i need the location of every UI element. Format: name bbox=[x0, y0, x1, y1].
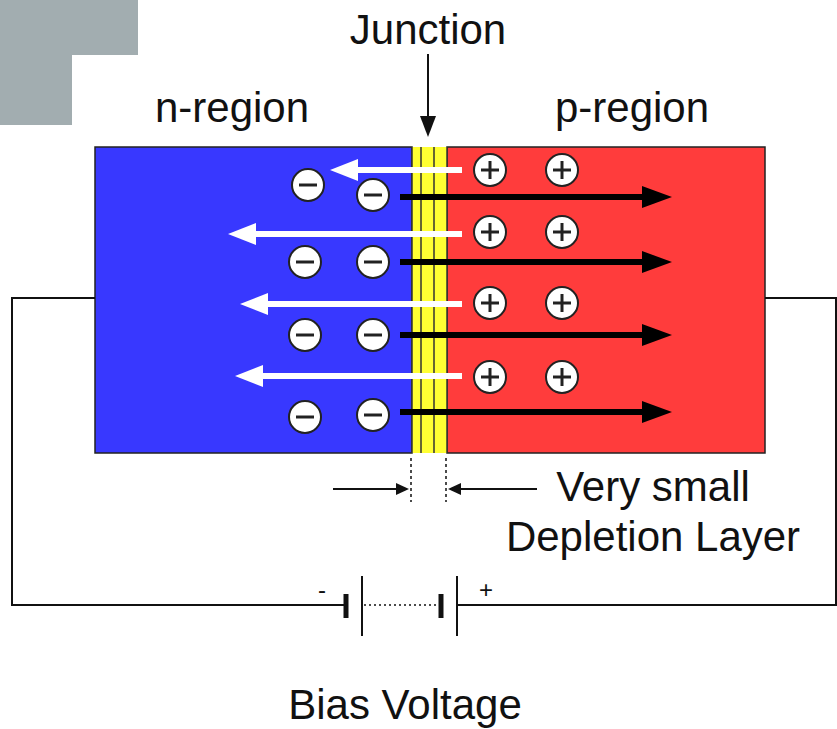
charge-symbols bbox=[289, 154, 578, 433]
hole-symbol bbox=[474, 287, 506, 319]
electron-symbol bbox=[292, 169, 324, 201]
electron-symbol bbox=[357, 319, 389, 351]
battery-polarity: - bbox=[318, 576, 326, 605]
junction-pointer bbox=[420, 54, 436, 137]
hole-symbol bbox=[546, 287, 578, 319]
electron-symbol bbox=[289, 246, 321, 278]
depletion-layer-label: Very small Depletion Layer bbox=[488, 462, 818, 563]
n-region-band bbox=[95, 147, 412, 453]
hole-flow-arrows bbox=[400, 186, 672, 423]
region-heading: p-region bbox=[555, 84, 709, 132]
battery-symbol bbox=[346, 576, 457, 636]
junction-label: Junction bbox=[350, 5, 506, 55]
hole-symbol bbox=[546, 216, 578, 248]
electron-flow-arrows bbox=[228, 159, 462, 387]
n-region: n-region bbox=[95, 147, 412, 453]
electron-symbol bbox=[289, 401, 321, 433]
p-region-band bbox=[447, 147, 765, 453]
electron-symbol bbox=[357, 179, 389, 211]
hole-symbol bbox=[546, 154, 578, 186]
depletion-width-marker bbox=[333, 458, 537, 502]
circuit-wire bbox=[12, 298, 836, 605]
junction-layer bbox=[412, 147, 447, 453]
region-heading: n-region bbox=[155, 84, 309, 132]
junction-lines bbox=[412, 147, 447, 453]
corner-block bbox=[0, 55, 72, 125]
corner-block bbox=[0, 0, 138, 55]
electron-symbol bbox=[289, 319, 321, 351]
hole-symbol bbox=[474, 216, 506, 248]
hole-symbol bbox=[546, 361, 578, 393]
electron-symbol bbox=[357, 399, 389, 431]
p-region: p-region bbox=[447, 147, 765, 453]
battery-polarity: + bbox=[479, 576, 493, 605]
hole-symbol bbox=[474, 154, 506, 186]
electron-symbol bbox=[357, 246, 389, 278]
hole-symbol bbox=[474, 361, 506, 393]
bias-voltage-label: Bias Voltage bbox=[288, 680, 522, 729]
